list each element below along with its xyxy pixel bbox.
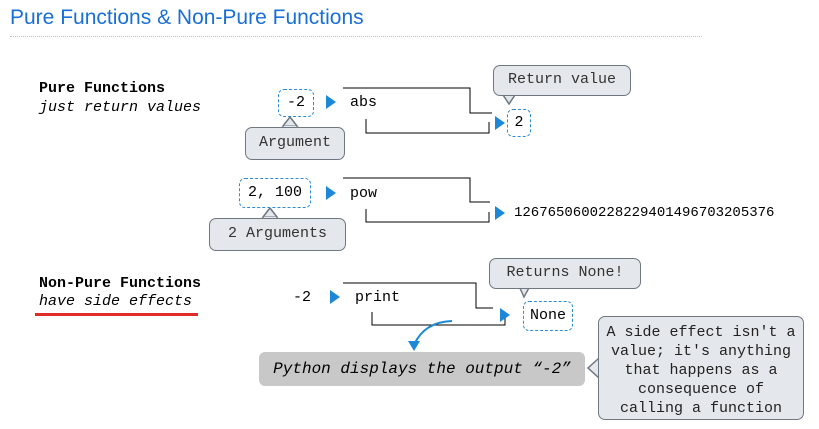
nonpure-functions-subheading: have side effects xyxy=(39,293,193,310)
print-function-name: print xyxy=(355,289,401,306)
pow-output-arrow xyxy=(495,206,505,220)
abs-result-box: 2 xyxy=(507,109,531,137)
pow-function-name: pow xyxy=(350,185,378,202)
abs-argument-box: -2 xyxy=(278,89,314,117)
arguments-callout-pointer xyxy=(261,206,279,218)
print-top-line xyxy=(343,282,493,309)
side-effect-note-line: that happens as a xyxy=(624,362,778,379)
argument-callout: Argument xyxy=(245,127,345,160)
side-effect-note-line: calling a function xyxy=(619,400,783,417)
two-arguments-callout: 2 Arguments xyxy=(209,218,346,251)
return-callout-pointer xyxy=(501,94,517,106)
return-value-callout: Return value xyxy=(493,65,631,96)
abs-top-line xyxy=(343,87,492,114)
side-effect-arrowhead xyxy=(408,341,420,351)
side-effect-note: A side effect isn't a value; it's anythi… xyxy=(598,316,804,420)
abs-output-arrow xyxy=(495,116,505,130)
pow-result: 1267650600228229401496703205376 xyxy=(514,205,775,221)
pure-functions-subheading: just return values xyxy=(39,99,202,116)
side-effect-note-line: consequence of xyxy=(637,381,765,398)
print-output-arrow xyxy=(500,308,510,322)
argument-callout-pointer xyxy=(281,115,299,127)
pow-input-arrow xyxy=(326,186,336,200)
print-argument: -2 xyxy=(293,289,312,306)
pow-arguments-box: 2, 100 xyxy=(239,178,311,208)
title-divider xyxy=(10,36,702,37)
abs-input-arrow xyxy=(326,95,336,109)
pure-functions-heading: Pure Functions xyxy=(39,80,166,97)
abs-bottom-line xyxy=(365,119,490,134)
print-bottom-line xyxy=(371,312,506,326)
nonpure-red-underline xyxy=(35,313,198,316)
side-effect-note-line: value; it's anything xyxy=(610,343,792,360)
pow-bottom-line xyxy=(365,209,490,223)
abs-function-name: abs xyxy=(350,94,378,111)
side-effect-note-line: A side effect isn't a xyxy=(606,324,796,341)
pow-top-line xyxy=(343,177,490,203)
python-displays-banner: Python displays the output “-2” xyxy=(259,352,585,386)
nonpure-functions-heading: Non-Pure Functions xyxy=(39,275,202,292)
print-result-box: None xyxy=(523,301,573,331)
print-input-arrow xyxy=(330,290,340,304)
page-title: Pure Functions & Non-Pure Functions xyxy=(10,6,364,29)
returns-none-callout: Returns None! xyxy=(489,258,641,289)
